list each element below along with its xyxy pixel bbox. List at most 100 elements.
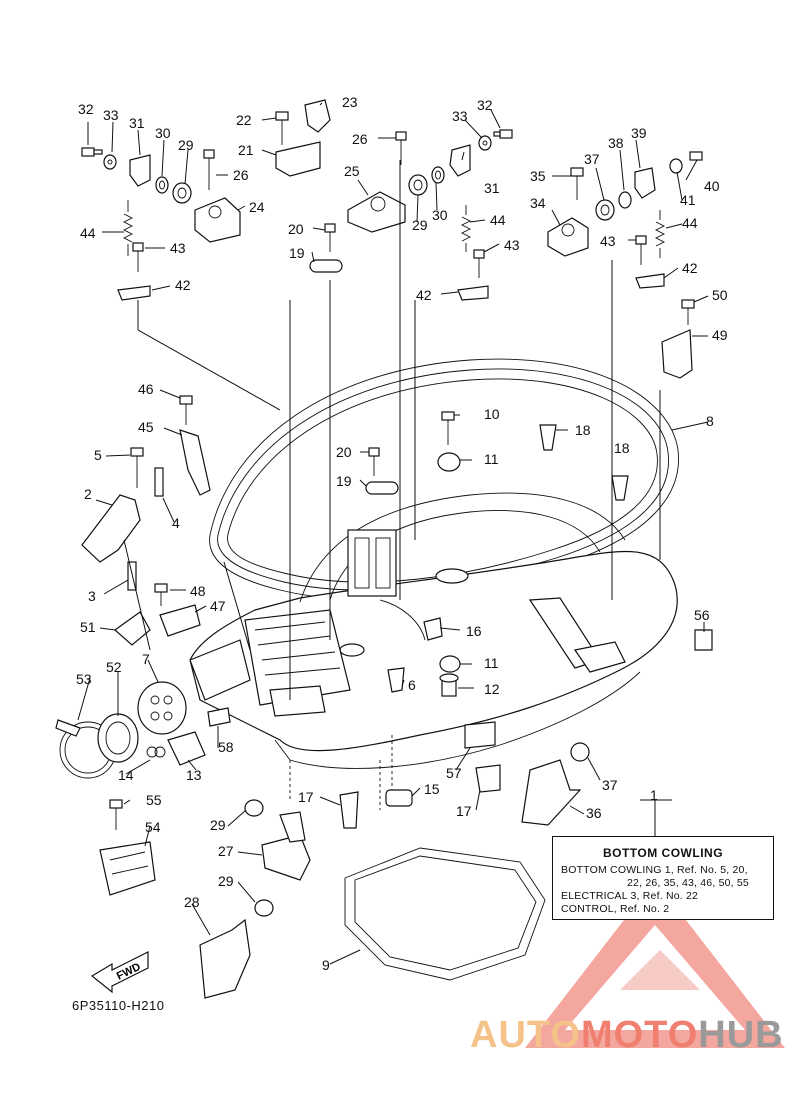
label-58 <box>207 707 231 727</box>
legend-title: BOTTOM COWLING <box>602 846 724 860</box>
grommet-38 <box>618 191 632 209</box>
callout-30-left: 30 <box>155 125 171 141</box>
label-56 <box>694 629 713 651</box>
callout-14: 14 <box>118 767 134 783</box>
holder-54 <box>99 841 156 896</box>
grommet-11-top <box>437 452 461 472</box>
washer-33-right <box>478 135 492 151</box>
callout-17-left: 17 <box>298 789 314 805</box>
callout-58: 58 <box>218 739 234 755</box>
grommet-17-left <box>339 791 359 829</box>
leader-lines <box>77 102 709 965</box>
callout-53: 53 <box>76 671 92 687</box>
collar-12 <box>439 673 459 697</box>
washer-41 <box>669 158 683 174</box>
callout-40: 40 <box>704 178 720 194</box>
lever-36 <box>521 759 582 826</box>
bushing-29-lower-b <box>254 899 274 917</box>
grommet-7 <box>137 681 187 735</box>
bolt-55 <box>109 799 123 830</box>
callout-50: 50 <box>712 287 728 303</box>
bushing-29-lower-a <box>244 799 264 817</box>
callout-29-lower-b: 29 <box>218 873 234 889</box>
callout-34: 34 <box>530 195 546 211</box>
callout-55: 55 <box>146 792 162 808</box>
legend-box: BOTTOM COWLING BOTTOM COWLING 1, Ref. No… <box>552 836 774 920</box>
callout-3: 3 <box>88 588 96 604</box>
grommet-30-right <box>431 166 445 184</box>
hook-42-mid <box>457 285 489 301</box>
plug-18-right <box>611 475 629 501</box>
callout-28: 28 <box>184 894 200 910</box>
grommet-30-left <box>155 176 169 194</box>
boot-52 <box>97 713 139 763</box>
callout-32-right: 32 <box>477 97 493 113</box>
callout-16: 16 <box>466 623 482 639</box>
handle-28 <box>199 918 251 999</box>
bushing-29-right <box>408 174 428 196</box>
washer-33-left <box>103 154 117 170</box>
legend-line-2: 22, 26, 35, 43, 46, 50, 55 <box>627 877 749 889</box>
bracket-49 <box>661 329 693 379</box>
callout-51: 51 <box>80 619 96 635</box>
legend-line-3: ELECTRICAL 3, Ref. No. 22 <box>561 890 699 902</box>
callout-11-bottom: 11 <box>484 655 499 671</box>
bracket-31-left <box>129 154 151 187</box>
grommet-13 <box>167 731 206 766</box>
callout-29-right: 29 <box>412 217 428 233</box>
bolt-35 <box>570 167 584 200</box>
diagram-code: 6P35110-H210 <box>72 998 165 1013</box>
bolt-32-left <box>81 147 103 157</box>
fwd-arrow-icon <box>90 951 149 994</box>
bracket-39 <box>634 167 656 199</box>
callout-43-left: 43 <box>170 240 186 256</box>
callout-17-right: 17 <box>456 803 472 819</box>
bolt-32-right <box>493 129 513 139</box>
latch-25 <box>347 191 406 233</box>
callout-7: 7 <box>142 651 150 667</box>
callout-18-top: 18 <box>575 422 591 438</box>
callout-numbers: 32 33 31 30 29 26 24 44 43 42 22 23 21 2… <box>76 94 728 973</box>
callout-31-right: 31 <box>484 180 500 196</box>
plug-6 <box>387 667 405 693</box>
callout-31-left: 31 <box>129 115 145 131</box>
callout-23: 23 <box>342 94 358 110</box>
callout-2: 2 <box>84 486 92 502</box>
callout-44-right: 44 <box>682 215 698 231</box>
screw-26-center <box>395 131 407 165</box>
hook-42-left <box>117 285 151 301</box>
callout-35: 35 <box>530 168 546 184</box>
callout-29-lower-a: 29 <box>210 817 226 833</box>
callout-33-left: 33 <box>103 107 119 123</box>
bushing-37 <box>595 199 615 221</box>
holder-21 <box>275 141 321 177</box>
callout-6: 6 <box>408 677 416 693</box>
callout-1: 1 <box>650 787 658 803</box>
callout-43-mid: 43 <box>504 237 520 253</box>
bolt-5 <box>130 447 144 488</box>
bolt-20-mid <box>368 447 380 476</box>
callout-8: 8 <box>706 413 714 429</box>
bolt-50 <box>681 299 695 325</box>
plate-19-top <box>309 259 343 273</box>
watermark-moto: MOTO <box>580 1014 699 1056</box>
lever-2 <box>81 494 141 563</box>
callout-37-bottom: 37 <box>602 777 618 793</box>
callout-37-top: 37 <box>584 151 600 167</box>
callout-27: 27 <box>218 843 234 859</box>
watermark-auto: AUTO <box>470 1014 581 1056</box>
bolt-40 <box>689 151 703 161</box>
callout-42-mid: 42 <box>416 287 432 303</box>
callout-19-top: 19 <box>289 245 305 261</box>
grommet-17-right <box>475 764 501 793</box>
callout-47: 47 <box>210 598 226 614</box>
fwd-label: FWD <box>115 961 143 983</box>
label-57 <box>464 721 496 749</box>
callout-9: 9 <box>322 957 330 973</box>
screw-26-left <box>203 149 215 190</box>
callout-42-left: 42 <box>175 277 191 293</box>
bottom-cowling <box>189 358 679 810</box>
clip-23 <box>304 99 331 133</box>
callout-46: 46 <box>138 381 154 397</box>
callout-56: 56 <box>694 607 710 623</box>
